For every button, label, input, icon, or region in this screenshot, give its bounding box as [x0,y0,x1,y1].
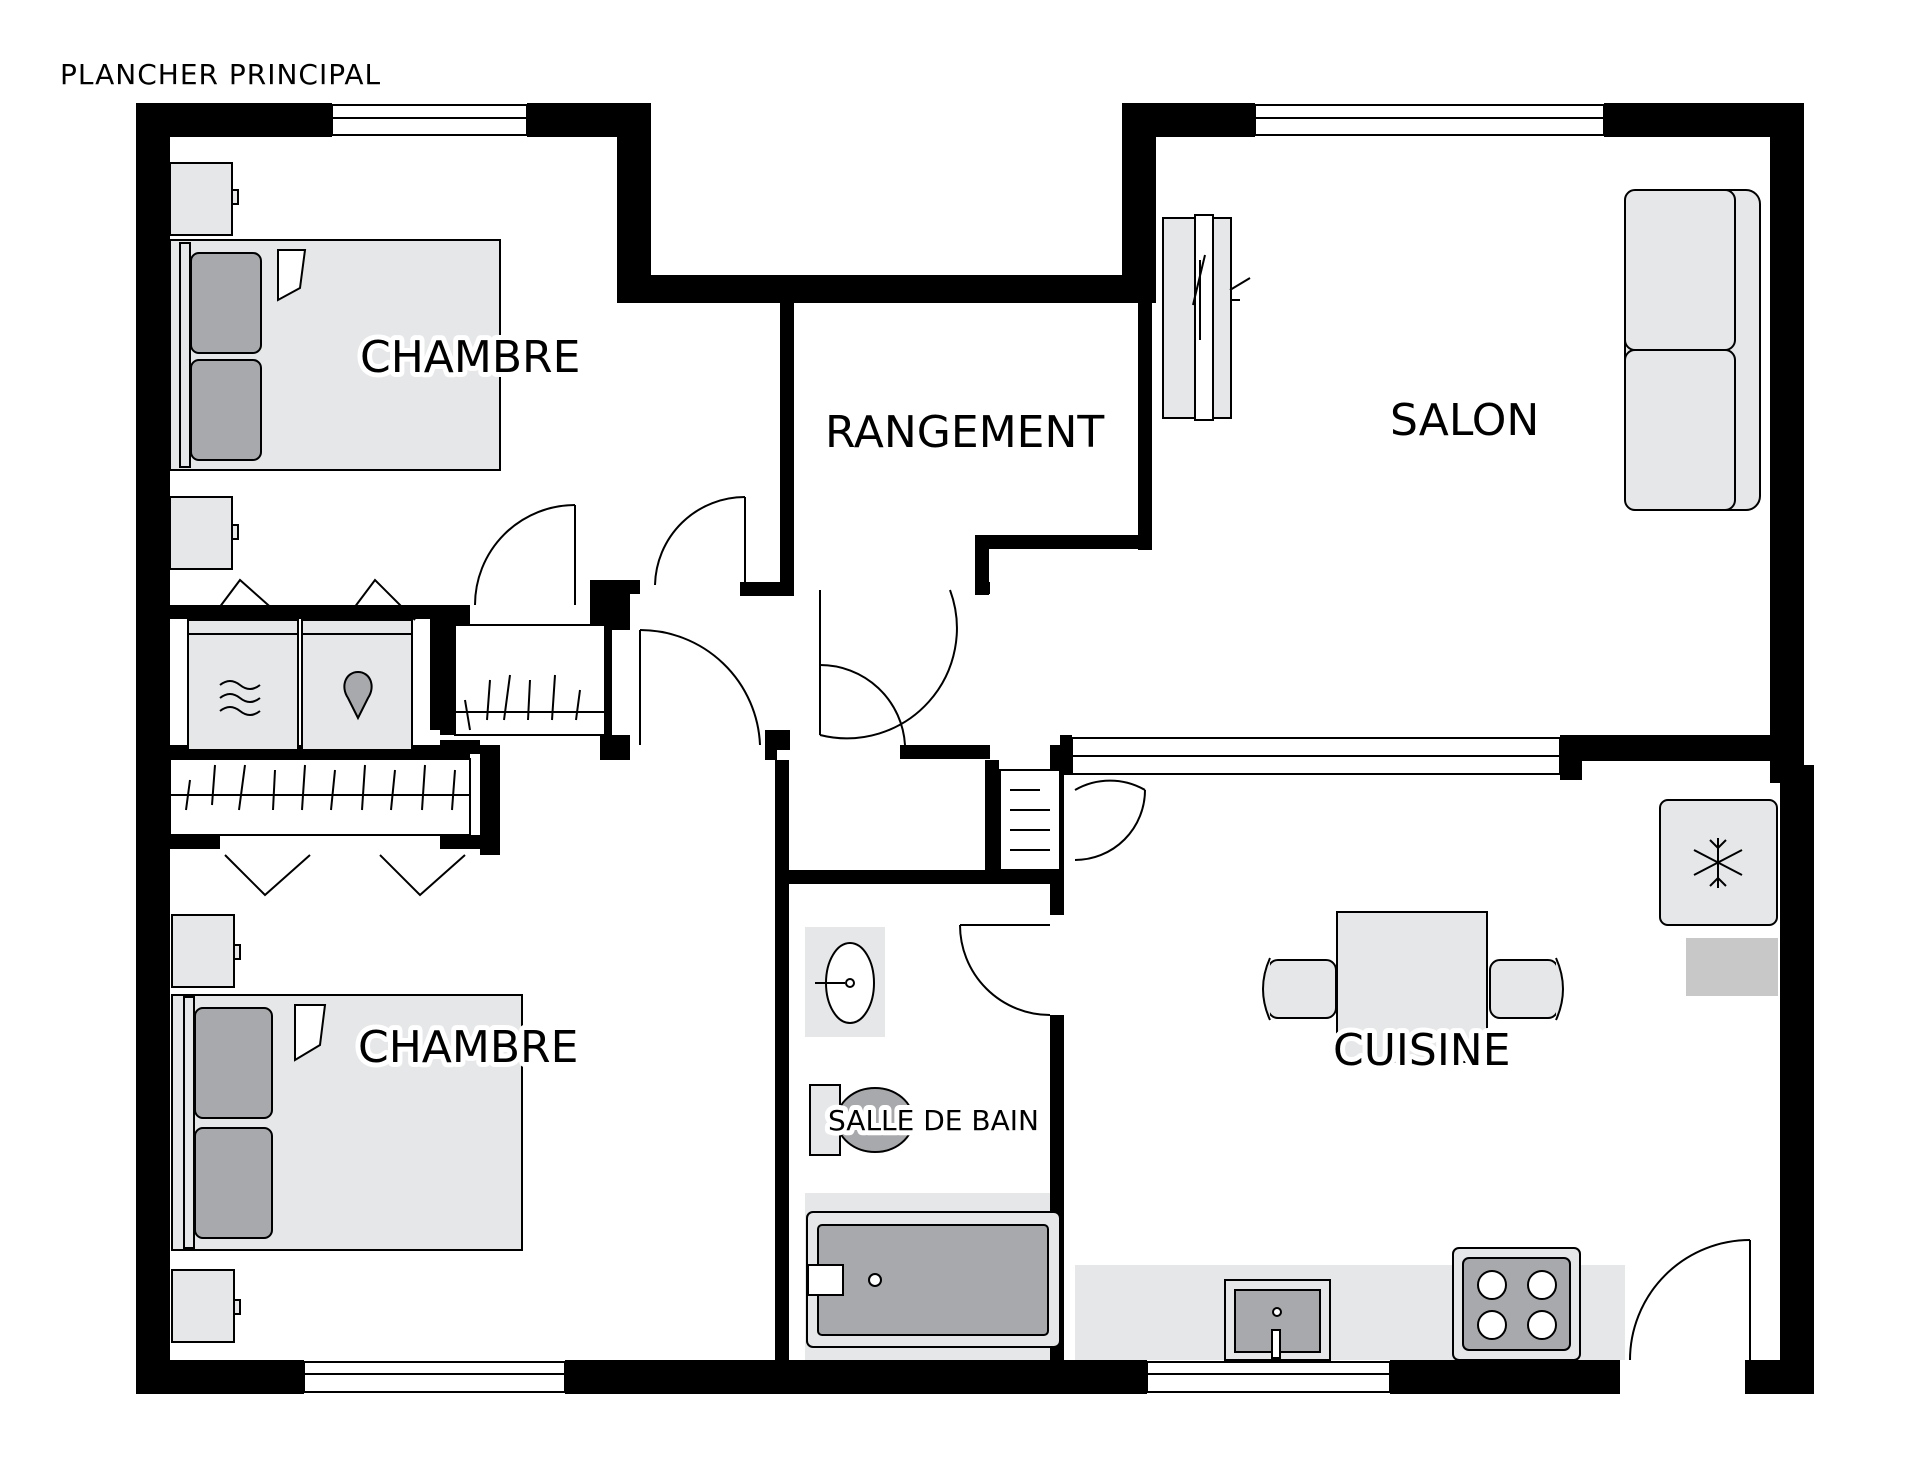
nightstand-icon [169,162,239,570]
bathtub-icon [805,1193,1061,1360]
washer-icon [187,578,416,751]
door-swing-icon [474,496,1751,1361]
room-label-chambre-2: CHAMBRE [358,1022,578,1073]
chair-icon [1262,957,1564,1021]
table-icon [1336,911,1488,1063]
washbasin-icon [805,927,885,1037]
nightstand-icon [171,914,241,1343]
tv-icon [1162,214,1251,421]
room-label-rangement: RANGEMENT [825,407,1104,458]
toilet-icon [809,1084,914,1156]
page-title: PLANCHER PRINCIPAL [60,58,382,91]
bed-icon [169,239,501,471]
room-label-salle-de-bain: SALLE DE BAIN [828,1104,1039,1137]
closet-icon [169,624,1061,897]
room-label-cuisine: CUISINE [1333,1025,1511,1076]
room-label-chambre-1: CHAMBRE [360,332,580,383]
bed-icon [171,994,523,1251]
sink-icon [1224,1279,1331,1361]
sofa-icon [1624,189,1761,511]
window-icon [303,104,1605,1393]
stove-icon [1452,1247,1581,1361]
fridge-icon [1659,799,1778,926]
counter-block [1686,938,1778,996]
room-label-salon: SALON [1390,395,1539,446]
